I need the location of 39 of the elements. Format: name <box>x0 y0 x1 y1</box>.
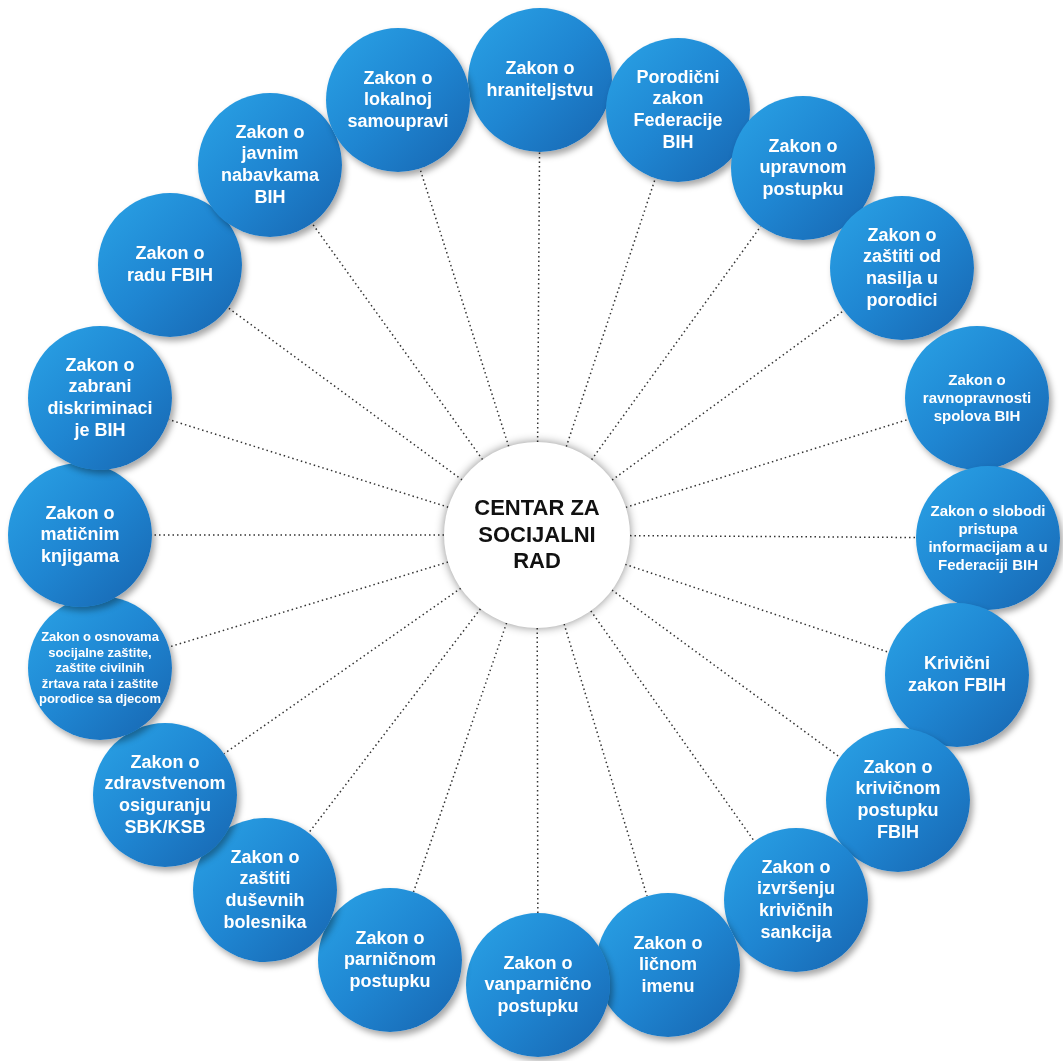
circle-label: Zakon o ličnom imenu <box>632 932 704 998</box>
circle-label: Zakon o ravnopravnosti spolova BIH <box>921 371 1033 425</box>
circle-label: Zakon o javnim nabavkama BIH <box>219 121 321 209</box>
circle-label: Zakon o upravnom postupku <box>758 135 848 201</box>
dotted-connector <box>536 627 539 914</box>
center-circle <box>444 442 630 628</box>
circle-label: Zakon o zaštiti duševnih bolesnika <box>222 846 308 934</box>
dotted-connector <box>168 561 449 648</box>
dotted-connector <box>227 306 463 481</box>
dotted-connector <box>625 418 909 509</box>
law-circle <box>466 913 610 1057</box>
law-circle <box>916 466 1060 610</box>
circle-label: Zakon o lokalnoj samoupravi <box>346 67 450 133</box>
dotted-connector <box>629 534 917 539</box>
circle-label: Zakon o parničnom postupku <box>343 927 437 993</box>
dotted-connector <box>536 151 541 443</box>
dotted-connector <box>565 177 657 448</box>
circle-label: Zakon o zabrani diskriminaci je BIH <box>46 354 154 442</box>
dotted-connector <box>308 608 482 834</box>
circle-label: Zakon o radu FBIH <box>126 243 214 287</box>
dotted-connector <box>590 610 756 843</box>
circle-label: Krivični zakon FBIH <box>907 653 1007 697</box>
circle-label: Zakon o hraniteljstvu <box>485 58 595 102</box>
circle-label: Zakon o zaštiti od nasilja u porodici <box>862 224 942 312</box>
circle-label: Zakon o izvršenju krivičnih sankcija <box>756 856 836 944</box>
dotted-connector <box>563 623 648 897</box>
circle-label: Porodični zakon Federacije BIH <box>632 66 724 154</box>
dotted-connector <box>624 563 890 653</box>
circle-label: Zakon o slobodi pristupa informacijam a u Federaciji BIH <box>927 502 1049 574</box>
dotted-connector <box>611 309 845 481</box>
circle-label: Zakon o zdravstvenom osiguranju SBK/KSB <box>103 751 227 839</box>
circle-label: CENTAR ZA SOCIJALNI RAD <box>473 495 601 575</box>
dotted-connector <box>311 222 484 461</box>
circle-label: Zakon o krivičnom postupku FBIH <box>854 756 942 844</box>
circle-label: Zakon o matičnim knjigama <box>39 502 121 568</box>
circle-label: Zakon o osnovama socijalne zaštite, zaštite civilnih žrtava rata i zaštite porodice sa djecom <box>37 629 163 707</box>
dotted-connector <box>611 589 841 759</box>
law-circle <box>468 8 612 152</box>
circle-label: Zakon o vanparnično postupku <box>483 952 593 1018</box>
